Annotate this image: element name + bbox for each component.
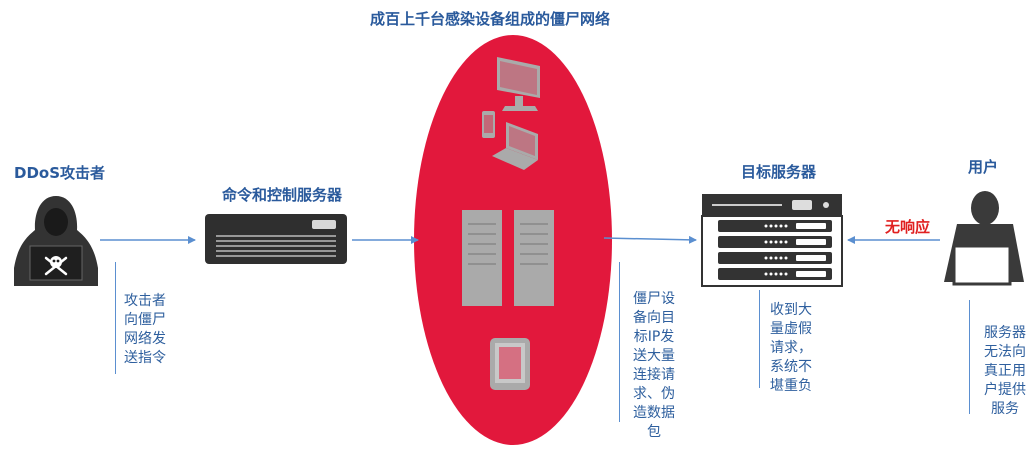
- attacker-note-line: 向僵尸: [124, 312, 166, 328]
- user-note-line: 服务器: [984, 325, 1026, 341]
- hacker-icon: [14, 196, 98, 286]
- botnet-note-line: 送大量: [633, 348, 675, 364]
- botnet-note-bar: [619, 262, 620, 422]
- target-title: 目标服务器: [741, 163, 817, 181]
- botnet-note-line: 求、伪: [633, 386, 675, 402]
- target-note-line: 系统不: [770, 359, 812, 375]
- cnc-server-icon: [205, 214, 347, 264]
- attacker-note-bar: [115, 262, 116, 374]
- botnet-note-line: 包: [647, 424, 661, 440]
- attacker-note-line: 网络发: [124, 331, 166, 347]
- attacker-title: DDoS攻击者: [14, 164, 106, 182]
- target-note-line: 量虚假: [770, 321, 812, 337]
- tablet-icon: [490, 338, 530, 390]
- target-note-bar: [759, 290, 760, 388]
- skull-icon: [44, 256, 68, 276]
- target-note-line: 收到大: [770, 302, 812, 318]
- user-note: 服务器 无法向 真正用 户提供 服务: [978, 324, 1032, 419]
- botnet-note-line: 备向目: [633, 310, 675, 326]
- user-note-line: 无法向: [984, 344, 1026, 360]
- target-note-line: 请求，: [770, 340, 812, 356]
- user-note-bar: [969, 300, 970, 414]
- user-note-line: 服务: [991, 401, 1019, 417]
- monitor-icon: [497, 57, 540, 111]
- phone-icon: [482, 111, 495, 138]
- botnet-note-line: 标IP发: [633, 329, 675, 345]
- user-title: 用户: [968, 158, 999, 176]
- attacker-note-line: 攻击者: [124, 293, 166, 309]
- botnet-note-line: 连接请: [633, 367, 675, 383]
- botnet-note: 僵尸设 备向目 标IP发 送大量 连接请 求、伪 造数据 包: [628, 290, 680, 442]
- tower-server-icon: [462, 210, 554, 306]
- laptop-icon: [492, 122, 538, 170]
- botnet-title: 成百上千台感染设备组成的僵尸网络: [370, 10, 611, 28]
- botnet-note-line: 僵尸设: [633, 291, 675, 307]
- user-note-line: 户提供: [984, 382, 1026, 398]
- botnet-note-line: 造数据: [633, 405, 675, 421]
- attacker-note-line: 送指令: [124, 350, 166, 366]
- no-response-label: 无响应: [885, 218, 931, 236]
- botnet-ellipse: [414, 35, 612, 445]
- user-note-line: 真正用: [984, 363, 1026, 379]
- attacker-note: 攻击者 向僵尸 网络发 送指令: [124, 292, 166, 368]
- target-note: 收到大 量虚假 请求， 系统不 堪重负: [770, 301, 812, 396]
- target-server-icon: [701, 194, 843, 287]
- arrow-botnet-to-target: [603, 235, 697, 244]
- target-note-line: 堪重负: [770, 378, 812, 394]
- cnc-title: 命令和控制服务器: [222, 186, 343, 204]
- user-icon: [944, 191, 1024, 286]
